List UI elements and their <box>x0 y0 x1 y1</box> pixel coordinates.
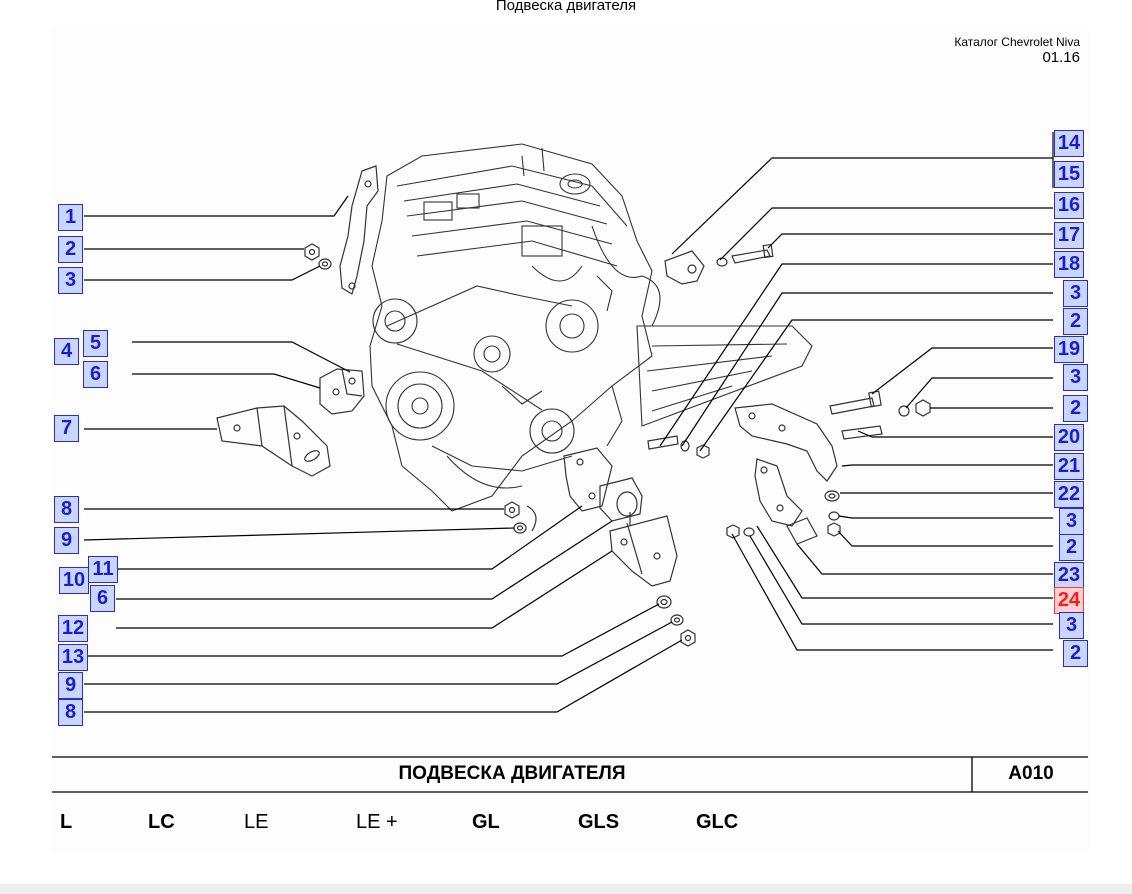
callout-10[interactable]: 10 <box>59 567 89 594</box>
exploded-view-drawing <box>52 132 1088 793</box>
callout-6[interactable]: 6 <box>83 361 108 388</box>
footer-section-code: A010 <box>1008 763 1054 784</box>
callout-20[interactable]: 20 <box>1054 424 1084 451</box>
callout-9[interactable]: 9 <box>54 527 79 554</box>
catalog-name: Каталог Chevrolet Niva <box>954 35 1080 49</box>
callout-19[interactable]: 19 <box>1054 336 1084 363</box>
callout-7[interactable]: 7 <box>54 415 79 442</box>
footer-table-lines <box>52 756 1088 793</box>
callout-2[interactable]: 2 <box>58 236 83 263</box>
callout-2d[interactable]: 2 <box>1059 534 1084 561</box>
callout-14[interactable]: 14 <box>1054 130 1084 157</box>
callout-2e[interactable]: 2 <box>1063 640 1088 667</box>
callout-18[interactable]: 18 <box>1054 251 1084 278</box>
callout-5[interactable]: 5 <box>83 330 108 357</box>
page-title: Подвеска двигателя <box>495 0 637 14</box>
catalog-header: Каталог Chevrolet Niva 01.16 <box>952 35 1080 67</box>
leader-lines <box>83 132 1054 713</box>
variant-glc: GLC <box>696 811 739 833</box>
callout-23[interactable]: 23 <box>1054 562 1084 589</box>
variant-lc: LC <box>148 811 175 833</box>
parts-illustration <box>216 165 931 647</box>
callout-8b[interactable]: 8 <box>58 699 83 726</box>
callout-9b[interactable]: 9 <box>58 672 83 699</box>
variant-le: LE <box>244 811 269 833</box>
callout-24-highlighted[interactable]: 24 <box>1054 587 1084 614</box>
callout-3d[interactable]: 3 <box>1059 508 1084 535</box>
variant-gls: GLS <box>578 811 620 833</box>
callout-12[interactable]: 12 <box>58 615 88 642</box>
callout-6b[interactable]: 6 <box>90 585 115 612</box>
callout-2c[interactable]: 2 <box>1063 395 1088 422</box>
callout-21[interactable]: 21 <box>1054 453 1084 480</box>
footer-section-title: ПОДВЕСКА ДВИГАТЕЛЯ <box>398 763 626 784</box>
callout-17[interactable]: 17 <box>1054 222 1084 249</box>
callout-16[interactable]: 16 <box>1054 192 1084 219</box>
callout-13[interactable]: 13 <box>58 644 88 671</box>
variant-le-plus: LE + <box>356 811 398 833</box>
callout-15[interactable]: 15 <box>1054 161 1084 188</box>
bottom-strip <box>0 884 1132 894</box>
callout-3c[interactable]: 3 <box>1063 364 1088 391</box>
callout-1[interactable]: 1 <box>58 204 83 231</box>
callout-3e[interactable]: 3 <box>1059 612 1084 639</box>
variant-gl: GL <box>472 811 500 833</box>
callout-22[interactable]: 22 <box>1054 481 1084 508</box>
callout-4[interactable]: 4 <box>54 338 79 365</box>
engine-illustration <box>369 143 813 512</box>
callout-2b[interactable]: 2 <box>1063 308 1088 335</box>
callout-3[interactable]: 3 <box>58 267 83 294</box>
catalog-sheet: Каталог Chevrolet Niva 01.16 <box>52 26 1090 852</box>
variant-l: L <box>60 811 73 833</box>
callout-3b[interactable]: 3 <box>1063 280 1088 307</box>
callout-8[interactable]: 8 <box>54 496 79 523</box>
callout-11[interactable]: 11 <box>88 556 118 583</box>
catalog-number: 01.16 <box>1042 49 1080 66</box>
